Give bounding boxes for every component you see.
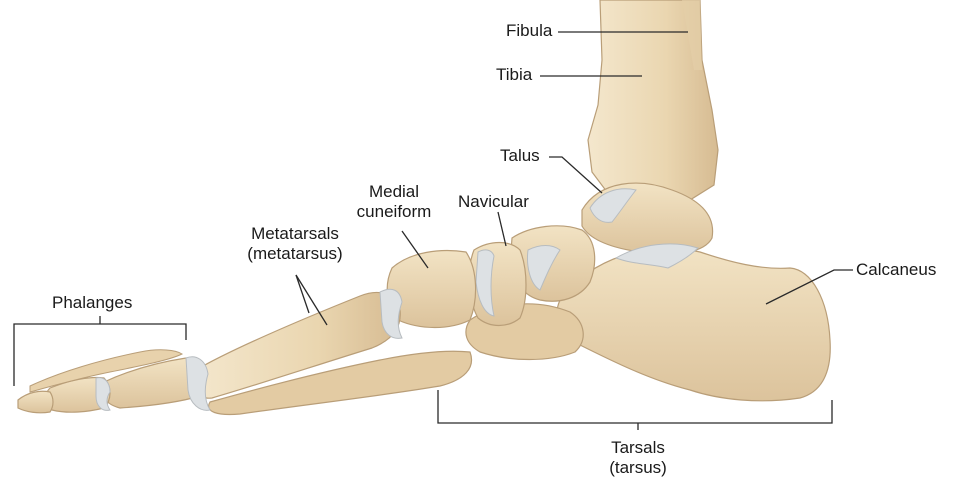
label-navicular: Navicular xyxy=(458,192,529,212)
label-medial-line2: cuneiform xyxy=(352,202,436,222)
label-tarsals-line1: Tarsals xyxy=(590,438,686,458)
distal-phalanx-bone xyxy=(18,391,53,413)
label-calcaneus: Calcaneus xyxy=(856,260,936,280)
label-talus: Talus xyxy=(500,146,540,166)
label-fibula: Fibula xyxy=(506,21,552,41)
label-metatarsals-line2: (metatarsus) xyxy=(236,244,354,264)
label-tarsals: Tarsals (tarsus) xyxy=(590,438,686,478)
label-metatarsals: Metatarsals (metatarsus) xyxy=(236,224,354,264)
calcaneus-bone xyxy=(557,248,830,400)
label-medial-cuneiform: Medial cuneiform xyxy=(352,182,436,222)
label-tarsals-line2: (tarsus) xyxy=(590,458,686,478)
label-phalanges: Phalanges xyxy=(52,293,132,313)
label-tibia: Tibia xyxy=(496,65,532,85)
label-medial-line1: Medial xyxy=(352,182,436,202)
leader-navicular xyxy=(498,212,506,246)
label-metatarsals-line1: Metatarsals xyxy=(236,224,354,244)
